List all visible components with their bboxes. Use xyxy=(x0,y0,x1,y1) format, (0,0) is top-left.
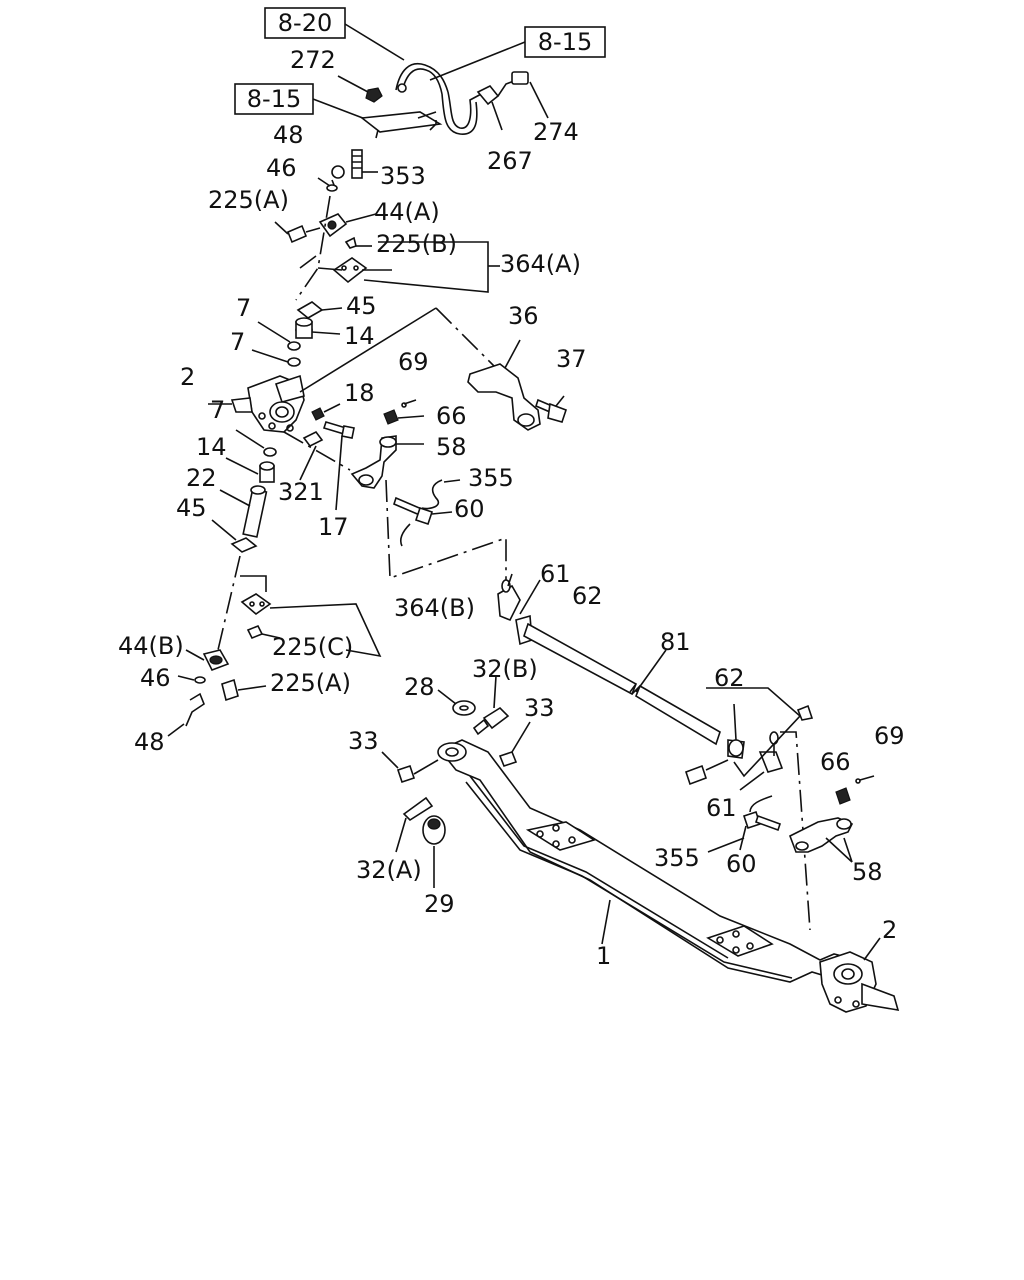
label-225a: 225(A) xyxy=(208,186,289,214)
washer-28[interactable] xyxy=(437,689,476,716)
label-62: 62 xyxy=(714,664,745,692)
label-66: 66 xyxy=(820,748,851,776)
nut-18-bolt-17[interactable] xyxy=(311,403,355,511)
reference-box-8-20[interactable]: 8-20 xyxy=(264,7,346,39)
part-labels: 272 274 267 48 46 353 225(A) 44(A) 225(B… xyxy=(118,46,905,970)
label-22: 22 xyxy=(186,464,217,492)
label-2: 2 xyxy=(882,916,897,944)
label-45: 45 xyxy=(176,494,207,522)
label-225b: 225(B) xyxy=(376,230,457,258)
label-364b: 364(B) xyxy=(394,594,475,622)
bracket-364b xyxy=(269,603,382,658)
label-7: 7 xyxy=(210,396,225,424)
label-81: 81 xyxy=(660,628,691,656)
label-267: 267 xyxy=(487,147,533,175)
label-14: 14 xyxy=(196,433,227,461)
label-364a: 364(A) xyxy=(500,250,581,278)
label-14: 14 xyxy=(344,322,375,350)
label-32a: 32(A) xyxy=(356,856,422,884)
bracket-364a xyxy=(363,241,500,293)
label-46: 46 xyxy=(140,664,171,692)
knuckle-arm-58-upper[interactable] xyxy=(350,409,425,489)
steering-knuckle-left[interactable] xyxy=(208,307,437,433)
bolt-37[interactable] xyxy=(535,395,568,423)
label-58: 58 xyxy=(852,858,883,886)
cotter-pin-69-upper[interactable] xyxy=(401,399,417,408)
label-28: 28 xyxy=(404,673,435,701)
label-60: 60 xyxy=(454,495,485,523)
idler-arm-36[interactable] xyxy=(435,307,541,431)
label-225a: 225(A) xyxy=(270,669,351,697)
label-18: 18 xyxy=(344,379,375,407)
label-60: 60 xyxy=(726,850,757,878)
bushing-stack-upper xyxy=(251,317,341,367)
kingpin-upper-parts xyxy=(274,149,392,319)
label-58: 58 xyxy=(436,433,467,461)
label-353: 353 xyxy=(380,162,426,190)
label-48: 48 xyxy=(273,121,304,149)
label-46: 46 xyxy=(266,154,297,182)
label-17: 17 xyxy=(318,513,349,541)
reference-label: 8-15 xyxy=(538,28,592,56)
reference-label: 8-20 xyxy=(278,9,332,37)
reference-box-8-15-left[interactable]: 8-15 xyxy=(234,83,314,115)
nut-33-right[interactable] xyxy=(498,721,531,767)
centerline-upper-to-tierod xyxy=(385,479,507,582)
label-36: 36 xyxy=(508,302,539,330)
label-44b: 44(B) xyxy=(118,632,184,660)
kingpin-lower-parts xyxy=(167,429,281,737)
steering-knuckle-right[interactable] xyxy=(819,937,900,1013)
label-355: 355 xyxy=(468,464,514,492)
axle-beam-1[interactable] xyxy=(437,739,853,983)
label-1: 1 xyxy=(596,942,611,970)
tie-rod-bolt-60-right[interactable] xyxy=(707,795,782,853)
tie-rod-81[interactable] xyxy=(497,573,721,746)
label-7: 7 xyxy=(230,328,245,356)
label-355: 355 xyxy=(654,844,700,872)
label-7: 7 xyxy=(236,294,251,322)
label-225c: 225(C) xyxy=(272,633,353,661)
knuckle-arm-58-right[interactable] xyxy=(788,775,875,863)
label-2: 2 xyxy=(180,363,195,391)
bolt-32a[interactable] xyxy=(395,796,434,853)
label-61: 61 xyxy=(706,794,737,822)
reference-label: 8-15 xyxy=(247,85,301,113)
tie-rod-end-right[interactable] xyxy=(684,687,814,931)
label-29: 29 xyxy=(424,890,455,918)
label-272: 272 xyxy=(290,46,336,74)
label-61: 61 xyxy=(540,560,571,588)
label-48: 48 xyxy=(134,728,165,756)
reference-box-8-15-right[interactable]: 8-15 xyxy=(524,26,606,58)
brake-hose-bracket-assembly xyxy=(312,23,549,139)
label-69: 69 xyxy=(398,348,429,376)
label-33: 33 xyxy=(524,694,555,722)
label-37: 37 xyxy=(556,345,587,373)
pin-321[interactable] xyxy=(283,430,351,481)
label-32b: 32(B) xyxy=(472,655,538,683)
label-321: 321 xyxy=(278,478,324,506)
nut-33-left[interactable] xyxy=(381,751,439,784)
label-44a: 44(A) xyxy=(374,198,440,226)
label-45: 45 xyxy=(346,292,377,320)
tie-rod-bolt-60-upper[interactable] xyxy=(393,479,461,547)
label-69: 69 xyxy=(874,722,905,750)
label-33: 33 xyxy=(348,727,379,755)
label-274: 274 xyxy=(533,118,579,146)
bolt-32b[interactable] xyxy=(472,675,510,736)
bushing-29[interactable] xyxy=(422,815,446,888)
label-66: 66 xyxy=(436,402,467,430)
label-62: 62 xyxy=(572,582,603,610)
nut-272[interactable] xyxy=(337,75,383,103)
